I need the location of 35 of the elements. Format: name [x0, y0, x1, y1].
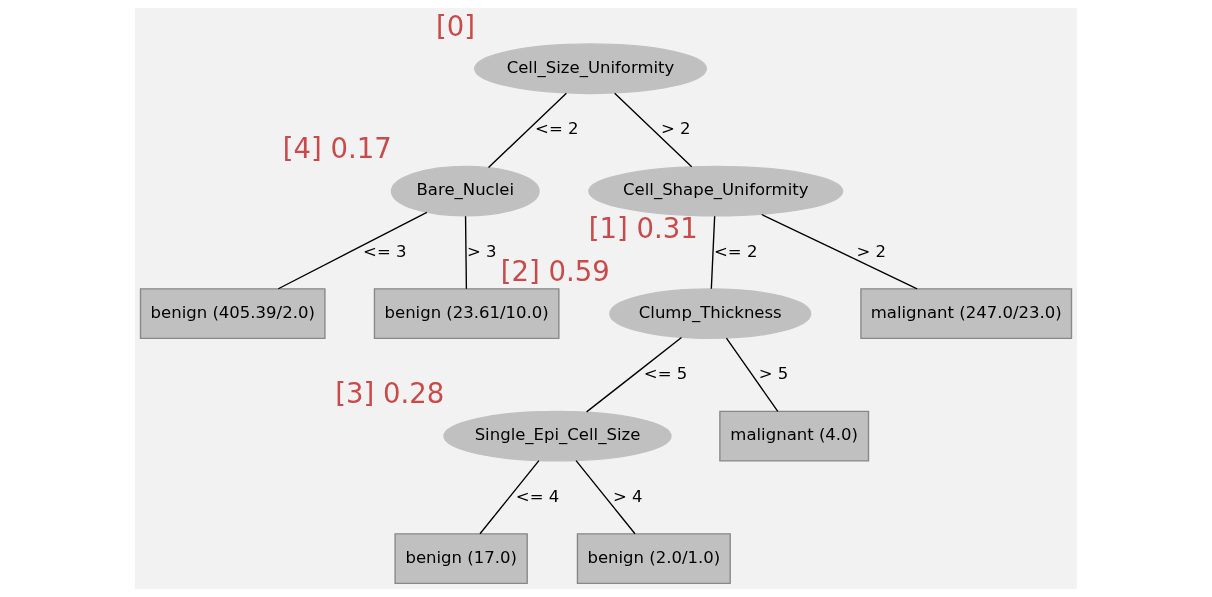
connector — [575, 459, 636, 535]
connector — [613, 92, 693, 168]
node-label: [4] 0.17 — [282, 132, 392, 165]
node-box: benign (2.0/1.0) — [576, 533, 731, 585]
edge-label: <= 5 — [643, 364, 688, 384]
node-box: benign (23.61/10.0) — [373, 288, 560, 340]
connector — [487, 92, 568, 169]
edge-label: <= 4 — [515, 486, 560, 506]
node-label: [0] — [435, 9, 475, 42]
edge-label: <= 2 — [714, 241, 758, 261]
edge-label: > 4 — [612, 486, 643, 506]
connector — [585, 336, 683, 413]
connector — [761, 213, 918, 290]
node-box: malignant (4.0) — [719, 410, 870, 462]
edge-label: > 2 — [661, 119, 691, 139]
node-box: malignant (247.0/23.0) — [860, 288, 1073, 340]
node-ellipse: Clump_Thickness — [609, 288, 812, 340]
node-ellipse: Bare_Nuclei — [390, 165, 540, 217]
edge-label: > 2 — [856, 241, 887, 261]
connector — [464, 215, 468, 290]
node-ellipse: Cell_Size_Uniformity — [474, 43, 708, 95]
node-box: benign (405.39/2.0) — [139, 288, 326, 340]
connector — [725, 337, 779, 412]
edge-label: <= 2 — [535, 119, 579, 139]
edge-label: > 3 — [467, 241, 497, 261]
connector — [479, 459, 540, 535]
connector — [277, 211, 428, 290]
connector — [710, 215, 716, 290]
node-ellipse: Single_Epi_Cell_Size — [443, 410, 672, 462]
node-label: [3] 0.28 — [335, 377, 445, 410]
node-ellipse: Cell_Shape_Uniformity — [588, 165, 844, 217]
node-box: benign (17.0) — [394, 533, 528, 585]
node-label: [2] 0.59 — [500, 254, 610, 287]
edge-label: > 5 — [758, 364, 789, 384]
edge-label: <= 3 — [363, 241, 407, 261]
